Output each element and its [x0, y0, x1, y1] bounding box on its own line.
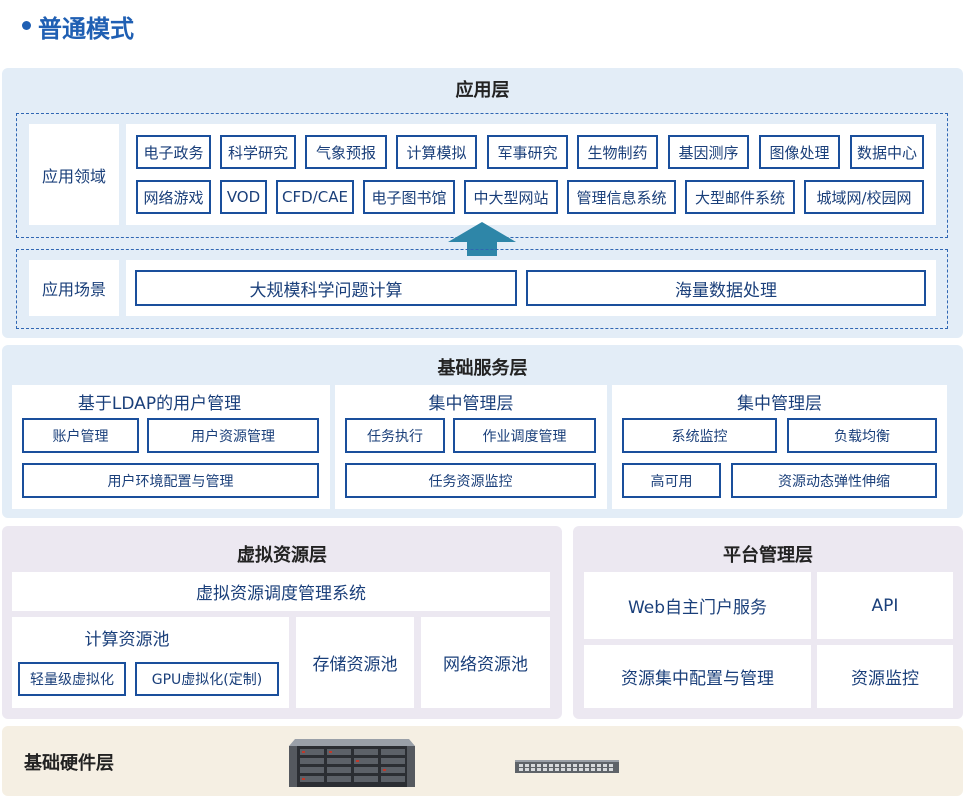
domain-tag: 科学研究 — [220, 135, 296, 169]
api-service: API — [817, 572, 953, 639]
user-environment-box: 用户环境配置与管理 — [22, 463, 319, 498]
domain-tag: 计算模拟 — [396, 135, 477, 169]
domain-tag: 军事研究 — [487, 135, 568, 169]
task-execution-box: 任务执行 — [345, 418, 445, 453]
domain-tag: VOD — [220, 180, 267, 214]
server-icon — [289, 739, 415, 787]
web-portal-service: Web自主门户服务 — [584, 572, 811, 639]
compute-resource-pool-title: 计算资源池 — [84, 629, 170, 650]
up-arrow-icon — [448, 222, 516, 256]
domain-tag: 电子图书馆 — [363, 180, 455, 214]
gpu-virtualization-box: GPU虚拟化(定制) — [135, 662, 279, 696]
scene-box-scientific-computing: 大规模科学问题计算 — [135, 270, 517, 306]
domain-tag: 城域网/校园网 — [804, 180, 924, 214]
ldap-user-management-title: 基于LDAP的用户管理 — [77, 393, 242, 414]
hardware-layer-title: 基础硬件层 — [24, 753, 114, 774]
application-scene-label-cell — [29, 260, 119, 316]
application-domain-label-cell — [29, 124, 119, 225]
resource-config-management: 资源集中配置与管理 — [584, 645, 811, 708]
account-management-box: 账户管理 — [22, 418, 139, 453]
lightweight-virtualization-box: 轻量级虚拟化 — [18, 662, 126, 696]
domain-tag: 生物制药 — [577, 135, 658, 169]
central-management-title-1: 集中管理层 — [428, 393, 514, 414]
domain-tag: 中大型网站 — [464, 180, 558, 214]
application-scene-dashed-frame — [16, 249, 948, 329]
switch-icon — [515, 760, 619, 773]
high-availability-box: 高可用 — [622, 463, 721, 498]
resource-monitoring: 资源监控 — [817, 645, 953, 708]
load-balancing-box: 负载均衡 — [787, 418, 937, 453]
virtual-scheduling-system: 虚拟资源调度管理系统 — [12, 572, 550, 611]
virtual-resource-layer-title: 虚拟资源层 — [237, 545, 327, 566]
network-resource-pool: 网络资源池 — [421, 617, 550, 708]
job-scheduling-box: 作业调度管理 — [453, 418, 596, 453]
domain-tag: 气象预报 — [305, 135, 387, 169]
domain-tag: CFD/CAE — [276, 180, 354, 214]
domain-tag: 数据中心 — [850, 135, 924, 169]
domain-tag: 网络游戏 — [136, 180, 211, 214]
storage-resource-pool: 存储资源池 — [296, 617, 414, 708]
domain-tag: 基因测序 — [668, 135, 749, 169]
title-bullet-icon — [22, 21, 31, 30]
application-domain-label: 应用领域 — [41, 166, 106, 186]
task-resource-monitor-box: 任务资源监控 — [345, 463, 596, 498]
user-resource-management-box: 用户资源管理 — [147, 418, 319, 453]
domain-tag: 大型邮件系统 — [685, 180, 795, 214]
page-title: 普通模式 — [38, 15, 134, 43]
hardware-layer-panel — [2, 726, 963, 796]
domain-tag: 管理信息系统 — [567, 180, 676, 214]
central-management-title-2: 集中管理层 — [737, 393, 822, 414]
domain-tag: 图像处理 — [759, 135, 840, 169]
application-layer-title: 应用层 — [455, 80, 510, 101]
base-service-layer-title: 基础服务层 — [437, 358, 528, 379]
elastic-scaling-box: 资源动态弹性伸缩 — [731, 463, 937, 498]
platform-management-layer-title: 平台管理层 — [723, 545, 813, 566]
domain-tag: 电子政务 — [136, 135, 211, 169]
scene-box-mass-data: 海量数据处理 — [526, 270, 926, 306]
application-scene-label: 应用场景 — [41, 280, 106, 299]
system-monitor-box: 系统监控 — [622, 418, 777, 453]
